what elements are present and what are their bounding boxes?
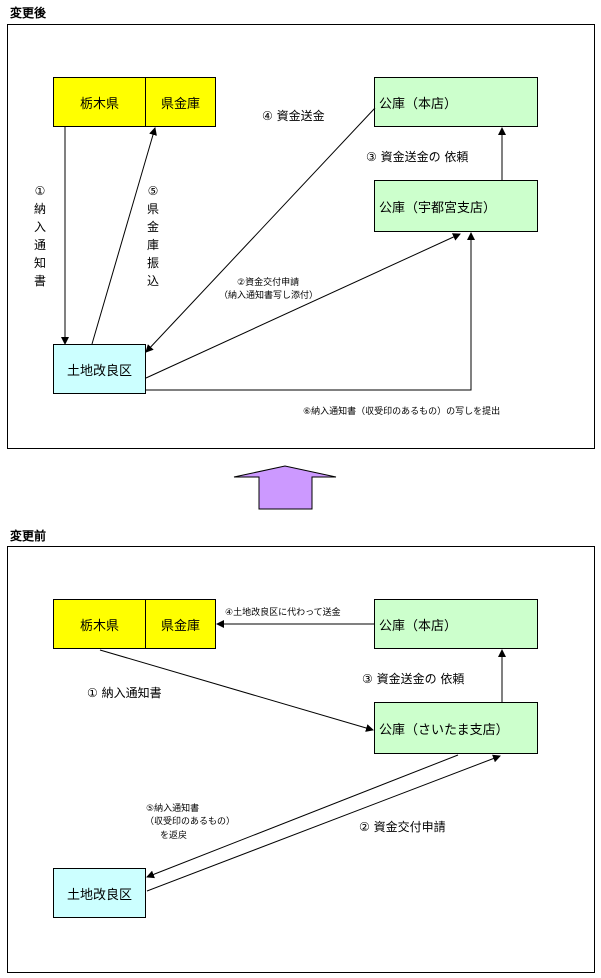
before-label-step5-line2: （収受印のあるもの） <box>145 817 236 827</box>
before-box-kenkinko: 県金庫 <box>145 599 216 649</box>
after-label-step3: ③ 資金送金の 依頼 <box>366 150 469 164</box>
after-box-kenkinko: 県金庫 <box>145 77 216 127</box>
after-label-step6: ⑥納入通知書（収受印のあるもの）の写しを提出 <box>303 407 501 417</box>
after-box-koko-utsunomiya: 公庫（宇都宮支店） <box>374 180 538 232</box>
before-label-step5-line3: を返戻 <box>160 831 188 841</box>
before-box-tochigi: 栃木県 <box>53 599 146 649</box>
before-box-tochikairyo: 土地改良区 <box>53 868 146 918</box>
before-label-step3: ③ 資金送金の 依頼 <box>362 672 465 686</box>
before-label-step4: ④土地改良区に代わって送金 <box>225 608 341 618</box>
after-label-step5: ⑤県金庫振込 <box>146 184 159 288</box>
before-label-step5-line1: ⑤納入通知書 <box>146 804 200 814</box>
after-section-title: 変更後 <box>10 6 47 20</box>
after-label-step2-line2: （納入通知書写し添付） <box>219 291 319 301</box>
before-box-koko-saitama: 公庫（さいたま支店） <box>374 702 538 754</box>
before-label-step1: ① 納入通知書 <box>87 686 162 700</box>
before-section-title: 変更前 <box>10 529 47 543</box>
after-label-step4: ④ 資金送金 <box>262 109 325 123</box>
after-box-tochigi: 栃木県 <box>53 77 146 127</box>
after-label-step2-line1: ②資金交付申請 <box>237 278 300 288</box>
before-label-step2: ② 資金交付申請 <box>359 820 446 834</box>
after-box-tochikairyo: 土地改良区 <box>53 344 146 394</box>
after-label-step1: ①納入通知書 <box>33 184 46 288</box>
before-box-koko-honten: 公庫（本店） <box>374 599 538 649</box>
after-box-koko-honten: 公庫（本店） <box>374 77 538 127</box>
